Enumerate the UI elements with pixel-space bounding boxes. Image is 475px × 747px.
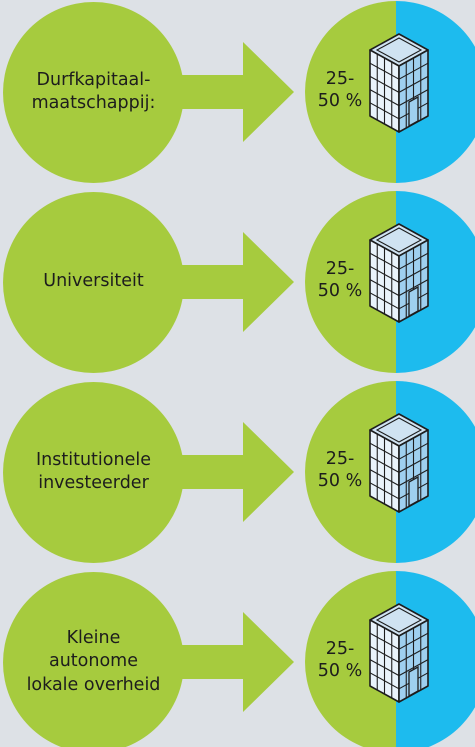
building-window-line — [369, 279, 400, 297]
entity-label: Institutionele investeerder — [36, 449, 151, 494]
building-door — [408, 285, 419, 318]
entity-label: Durfkapitaal- maatschappij: — [31, 69, 156, 114]
entity-circle: Durfkapitaal- maatschappij: — [3, 1, 184, 183]
building-window-line — [369, 89, 400, 107]
building-window-line — [369, 659, 400, 677]
building-window-line — [369, 102, 400, 120]
building-window-line — [369, 469, 400, 487]
building-window-line — [369, 62, 400, 80]
building-window-line — [369, 455, 400, 473]
building-icon — [369, 33, 429, 133]
building-roof-detail — [375, 417, 423, 443]
entity-circle: Institutionele investeerder — [3, 381, 184, 563]
arrow-right-icon — [176, 422, 294, 522]
arrow-right-icon — [176, 42, 294, 142]
share-label: 25- 50 % — [317, 69, 363, 111]
share-label: 25- 50 % — [317, 259, 363, 301]
diagram-row-1 — [176, 1, 475, 183]
building-icon — [369, 603, 429, 703]
building-roof-detail — [375, 227, 423, 253]
diagram-row-2 — [176, 191, 475, 373]
share-label: 25- 50 % — [317, 449, 363, 491]
diagram-row-3 — [176, 381, 475, 563]
building-window-line — [369, 632, 400, 650]
entity-circle: Kleine autonome lokale overheid — [3, 571, 184, 747]
arrow-right-icon — [176, 232, 294, 332]
building-icon — [369, 413, 429, 513]
building-roof-detail — [375, 607, 423, 633]
entity-circle: Universiteit — [3, 191, 184, 373]
building-window-line — [369, 672, 400, 690]
share-label: 25- 50 % — [317, 639, 363, 681]
building-roof-detail — [375, 37, 423, 63]
building-door — [408, 665, 419, 698]
building-door — [408, 95, 419, 128]
building-window-line — [369, 75, 400, 93]
building-window-line — [369, 252, 400, 270]
entity-label: Universiteit — [43, 271, 144, 292]
entity-label: Kleine autonome lokale overheid — [26, 627, 161, 695]
building-window-line — [369, 482, 400, 500]
building-window-line — [369, 645, 400, 663]
building-window-line — [369, 292, 400, 310]
building-door — [408, 475, 419, 508]
building-window-line — [369, 265, 400, 283]
building-icon — [369, 223, 429, 323]
arrow-right-icon — [176, 612, 294, 712]
building-window-line — [369, 442, 400, 460]
